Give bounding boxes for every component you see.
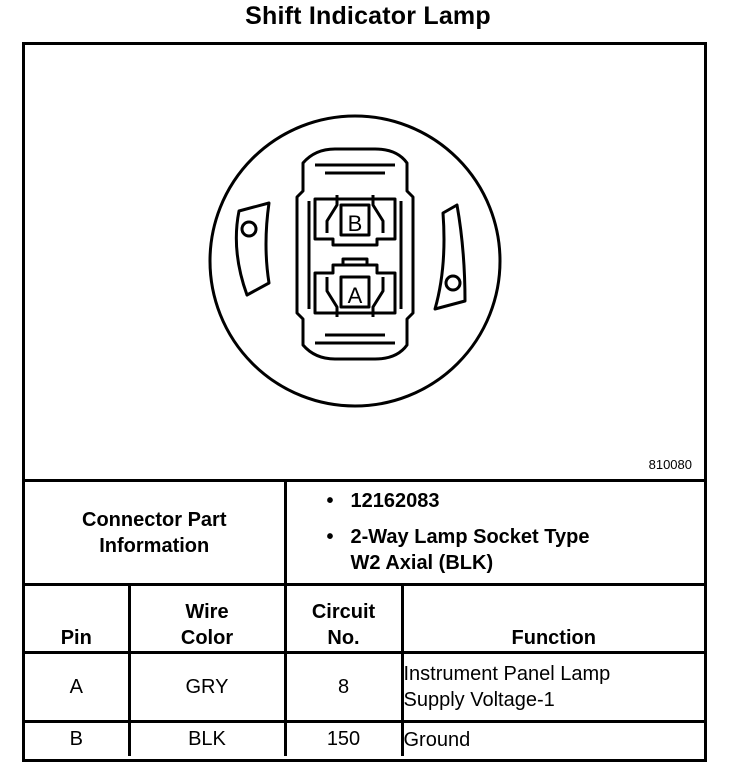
- circuit-cell: 8: [283, 651, 404, 723]
- wire-color-cell: BLK: [127, 720, 287, 756]
- pin-cell: B: [25, 720, 131, 756]
- function-cell: Instrument Panel Lamp Supply Voltage-1: [400, 651, 704, 723]
- cavity-label-a: A: [348, 283, 363, 308]
- connector-description-item: • 2-Way Lamp Socket Type W2 Axial (BLK): [326, 526, 590, 574]
- connector-info-label: Connector Part Information: [25, 479, 287, 586]
- part-number-item: • 12162083: [326, 490, 440, 512]
- header-pin: Pin: [25, 583, 131, 654]
- diagram-frame: B A 810080 Connector Part Information • …: [22, 42, 707, 762]
- table-row: A GRY 8 Instrument Panel Lamp Supply Vol…: [25, 651, 704, 723]
- page-title: Shift Indicator Lamp: [245, 2, 491, 30]
- connector-info-details: • 12162083 • 2-Way Lamp Socket Type W2 A…: [283, 479, 704, 586]
- table-header-row: Pin Wire Color Circuit No. Function: [25, 583, 704, 654]
- pin-cell: A: [25, 651, 131, 723]
- function-cell: Ground: [400, 720, 704, 756]
- table-row: B BLK 150 Ground: [25, 720, 704, 756]
- header-wire-color: Wire Color: [127, 583, 287, 654]
- header-function: Function: [400, 583, 704, 654]
- connector-figure: B A 810080: [25, 45, 704, 479]
- connector-info-row: Connector Part Information • 12162083 • …: [25, 479, 704, 586]
- connector-body: [295, 147, 415, 361]
- left-latch: [234, 201, 271, 297]
- connector-face-drawing: B A: [208, 114, 502, 408]
- right-latch: [433, 203, 467, 311]
- cavity-b-outline: [313, 197, 397, 247]
- cavity-a-outline: [313, 263, 397, 315]
- socket-outline: [208, 114, 502, 408]
- wire-color-cell: GRY: [127, 651, 287, 723]
- circuit-cell: 150: [283, 720, 404, 756]
- figure-code: 810080: [648, 457, 692, 472]
- connector-table: Connector Part Information • 12162083 • …: [25, 479, 704, 756]
- header-circuit-no: Circuit No.: [283, 583, 404, 654]
- cavity-label-b: B: [348, 211, 363, 236]
